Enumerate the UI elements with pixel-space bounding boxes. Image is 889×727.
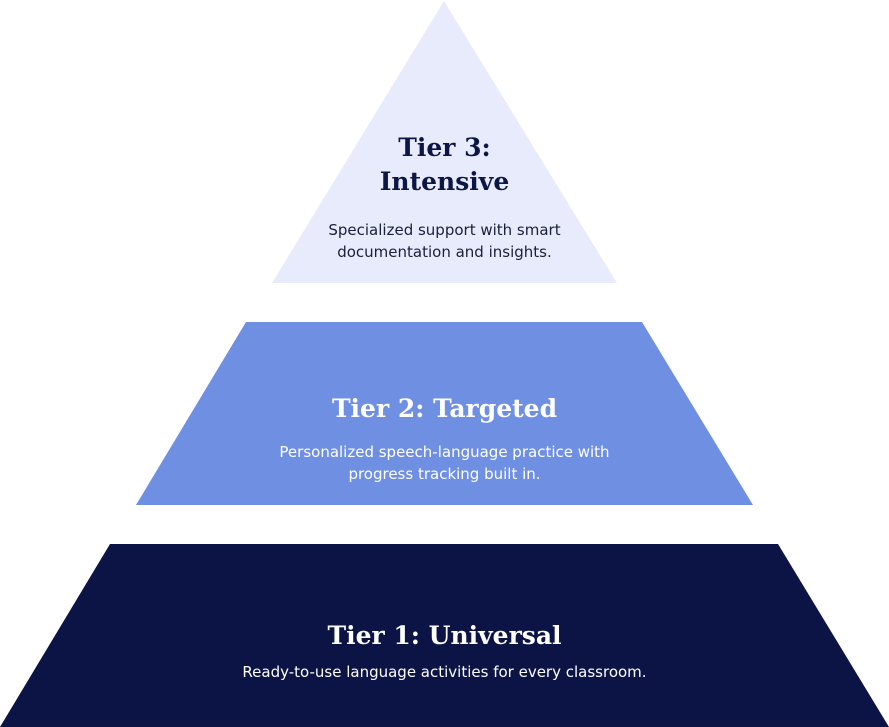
tier-1-title: Tier 1: Universal <box>327 621 562 650</box>
tier-3-shape <box>272 1 617 283</box>
tier-3-intensive: Tier 3: Intensive Specialized support wi… <box>0 0 889 284</box>
tier-2-targeted: Tier 2: Targeted Personalized speech-lan… <box>0 322 889 506</box>
tier-2-shape <box>136 322 753 505</box>
tier-1-description: Ready-to-use language activities for eve… <box>242 663 647 681</box>
tier-1-shape <box>0 544 889 727</box>
tier-3-title: Tier 3: Intensive <box>0 131 889 199</box>
tier-3-description: Specialized support with smart documenta… <box>328 221 561 261</box>
tier-2-description: Personalized speech-language practice wi… <box>279 443 610 483</box>
tier-1-trapezoid <box>0 544 889 727</box>
tier-2-description-wrap: Personalized speech-language practice wi… <box>0 441 889 485</box>
tier-2-title: Tier 2: Targeted <box>331 394 558 423</box>
tier-3-title-line-1: Tier 3: <box>398 133 491 162</box>
tier-1-description-wrap: Ready-to-use language activities for eve… <box>0 661 889 683</box>
tier-2-trapezoid <box>136 322 753 505</box>
tier-3-triangle <box>272 1 617 283</box>
tier-1-universal: Tier 1: Universal Ready-to-use language … <box>0 544 889 727</box>
tier-3-description-wrap: Specialized support with smart documenta… <box>0 219 889 263</box>
tier-3-title-line-2: Intensive <box>379 167 510 196</box>
